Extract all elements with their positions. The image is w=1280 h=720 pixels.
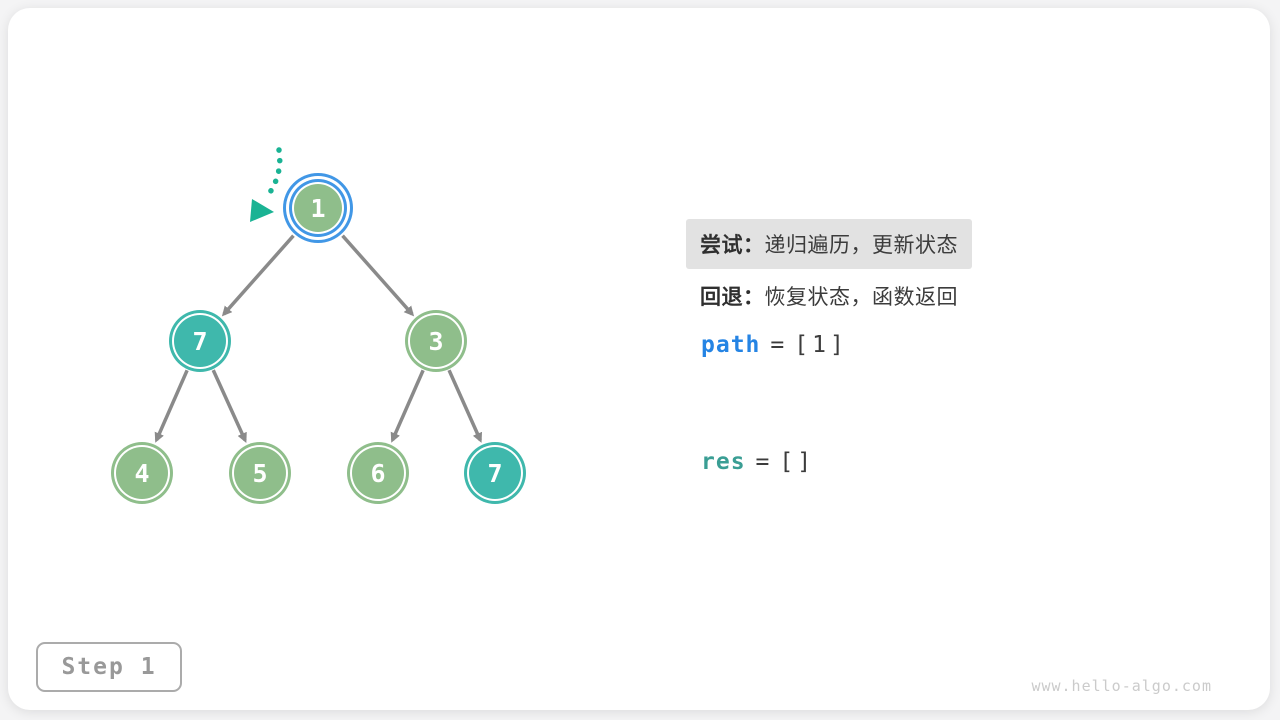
diagram-card — [8, 8, 1270, 710]
legend-back-row: 回退：恢复状态，函数返回 — [700, 281, 958, 311]
legend-try-row: 尝试：递归遍历，更新状态 — [686, 219, 972, 269]
path-state-row: path = [1] — [701, 332, 848, 358]
legend-back-text: 恢复状态，函数返回 — [764, 286, 958, 309]
step-label: Step 1 — [61, 654, 157, 680]
path-variable: path — [701, 332, 761, 358]
watermark-url: www.hello-algo.com — [1031, 677, 1212, 695]
res-value: [] — [779, 449, 816, 475]
res-variable: res — [701, 449, 746, 475]
legend-back-label: 回退： — [700, 286, 765, 309]
step-badge: Step 1 — [36, 642, 182, 692]
res-state-row: res = [] — [701, 449, 815, 475]
legend-try-label: 尝试： — [700, 234, 765, 257]
legend-try-text: 递归遍历，更新状态 — [764, 234, 958, 257]
path-equals: = — [770, 332, 785, 358]
path-value: [1] — [794, 332, 848, 358]
res-equals: = — [755, 449, 770, 475]
